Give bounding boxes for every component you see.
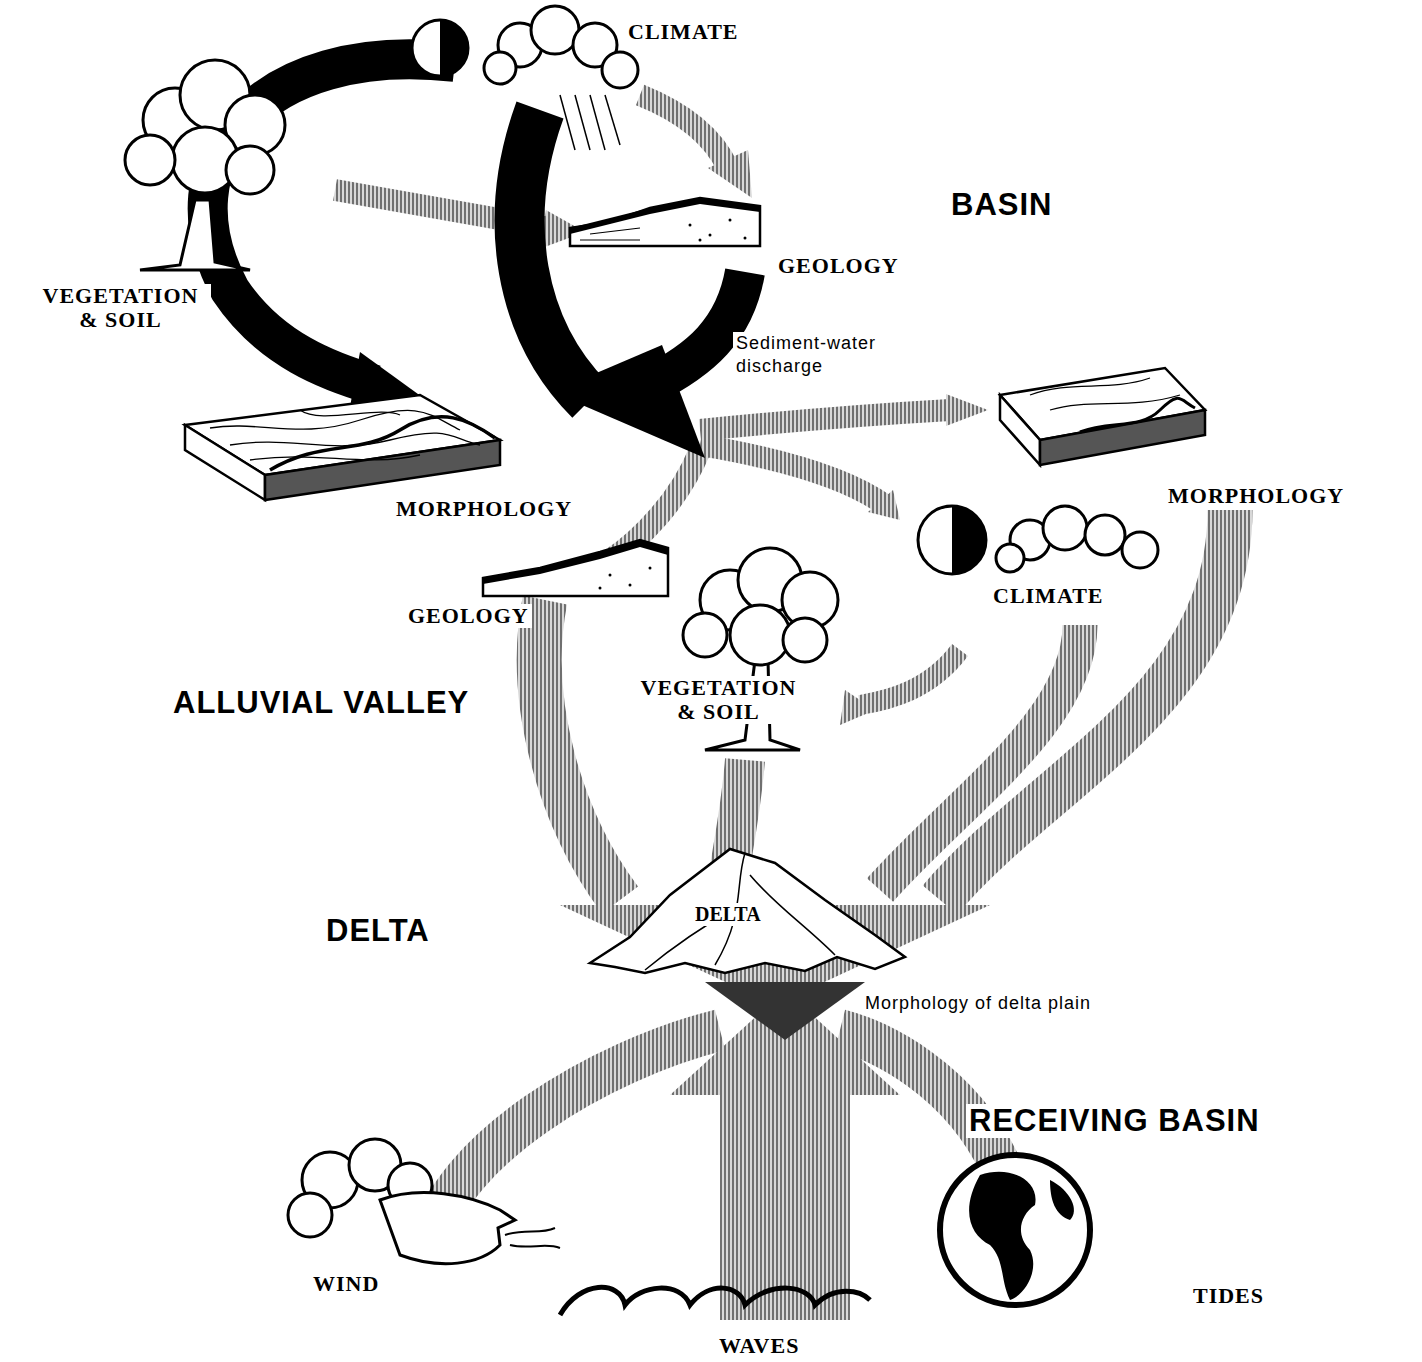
delta-label: DELTA [693, 903, 763, 926]
component-label: GEOLOGY [775, 254, 902, 278]
component-label: WAVES [716, 1334, 802, 1358]
section-heading: RECEIVING BASIN [966, 1104, 1263, 1138]
section-heading: ALLUVIAL VALLEY [170, 686, 472, 720]
component-label: Sediment-water discharge [733, 332, 889, 379]
component-label: Morphology of delta plain [862, 992, 1094, 1015]
component-label: GEOLOGY [405, 604, 532, 628]
section-heading: DELTA [323, 914, 433, 948]
component-label: CLIMATE [625, 20, 742, 44]
component-label: MORPHOLOGY [1165, 484, 1347, 508]
component-label: VEGETATION & SOIL [30, 284, 211, 332]
delta-shape: DELTA [575, 845, 910, 975]
component-label: TIDES [1190, 1284, 1267, 1308]
component-label: VEGETATION & SOIL [628, 676, 809, 724]
component-label: CLIMATE [990, 584, 1107, 608]
section-heading: BASIN [948, 188, 1055, 222]
component-label: WIND [310, 1272, 382, 1296]
component-label: MORPHOLOGY [393, 497, 575, 521]
